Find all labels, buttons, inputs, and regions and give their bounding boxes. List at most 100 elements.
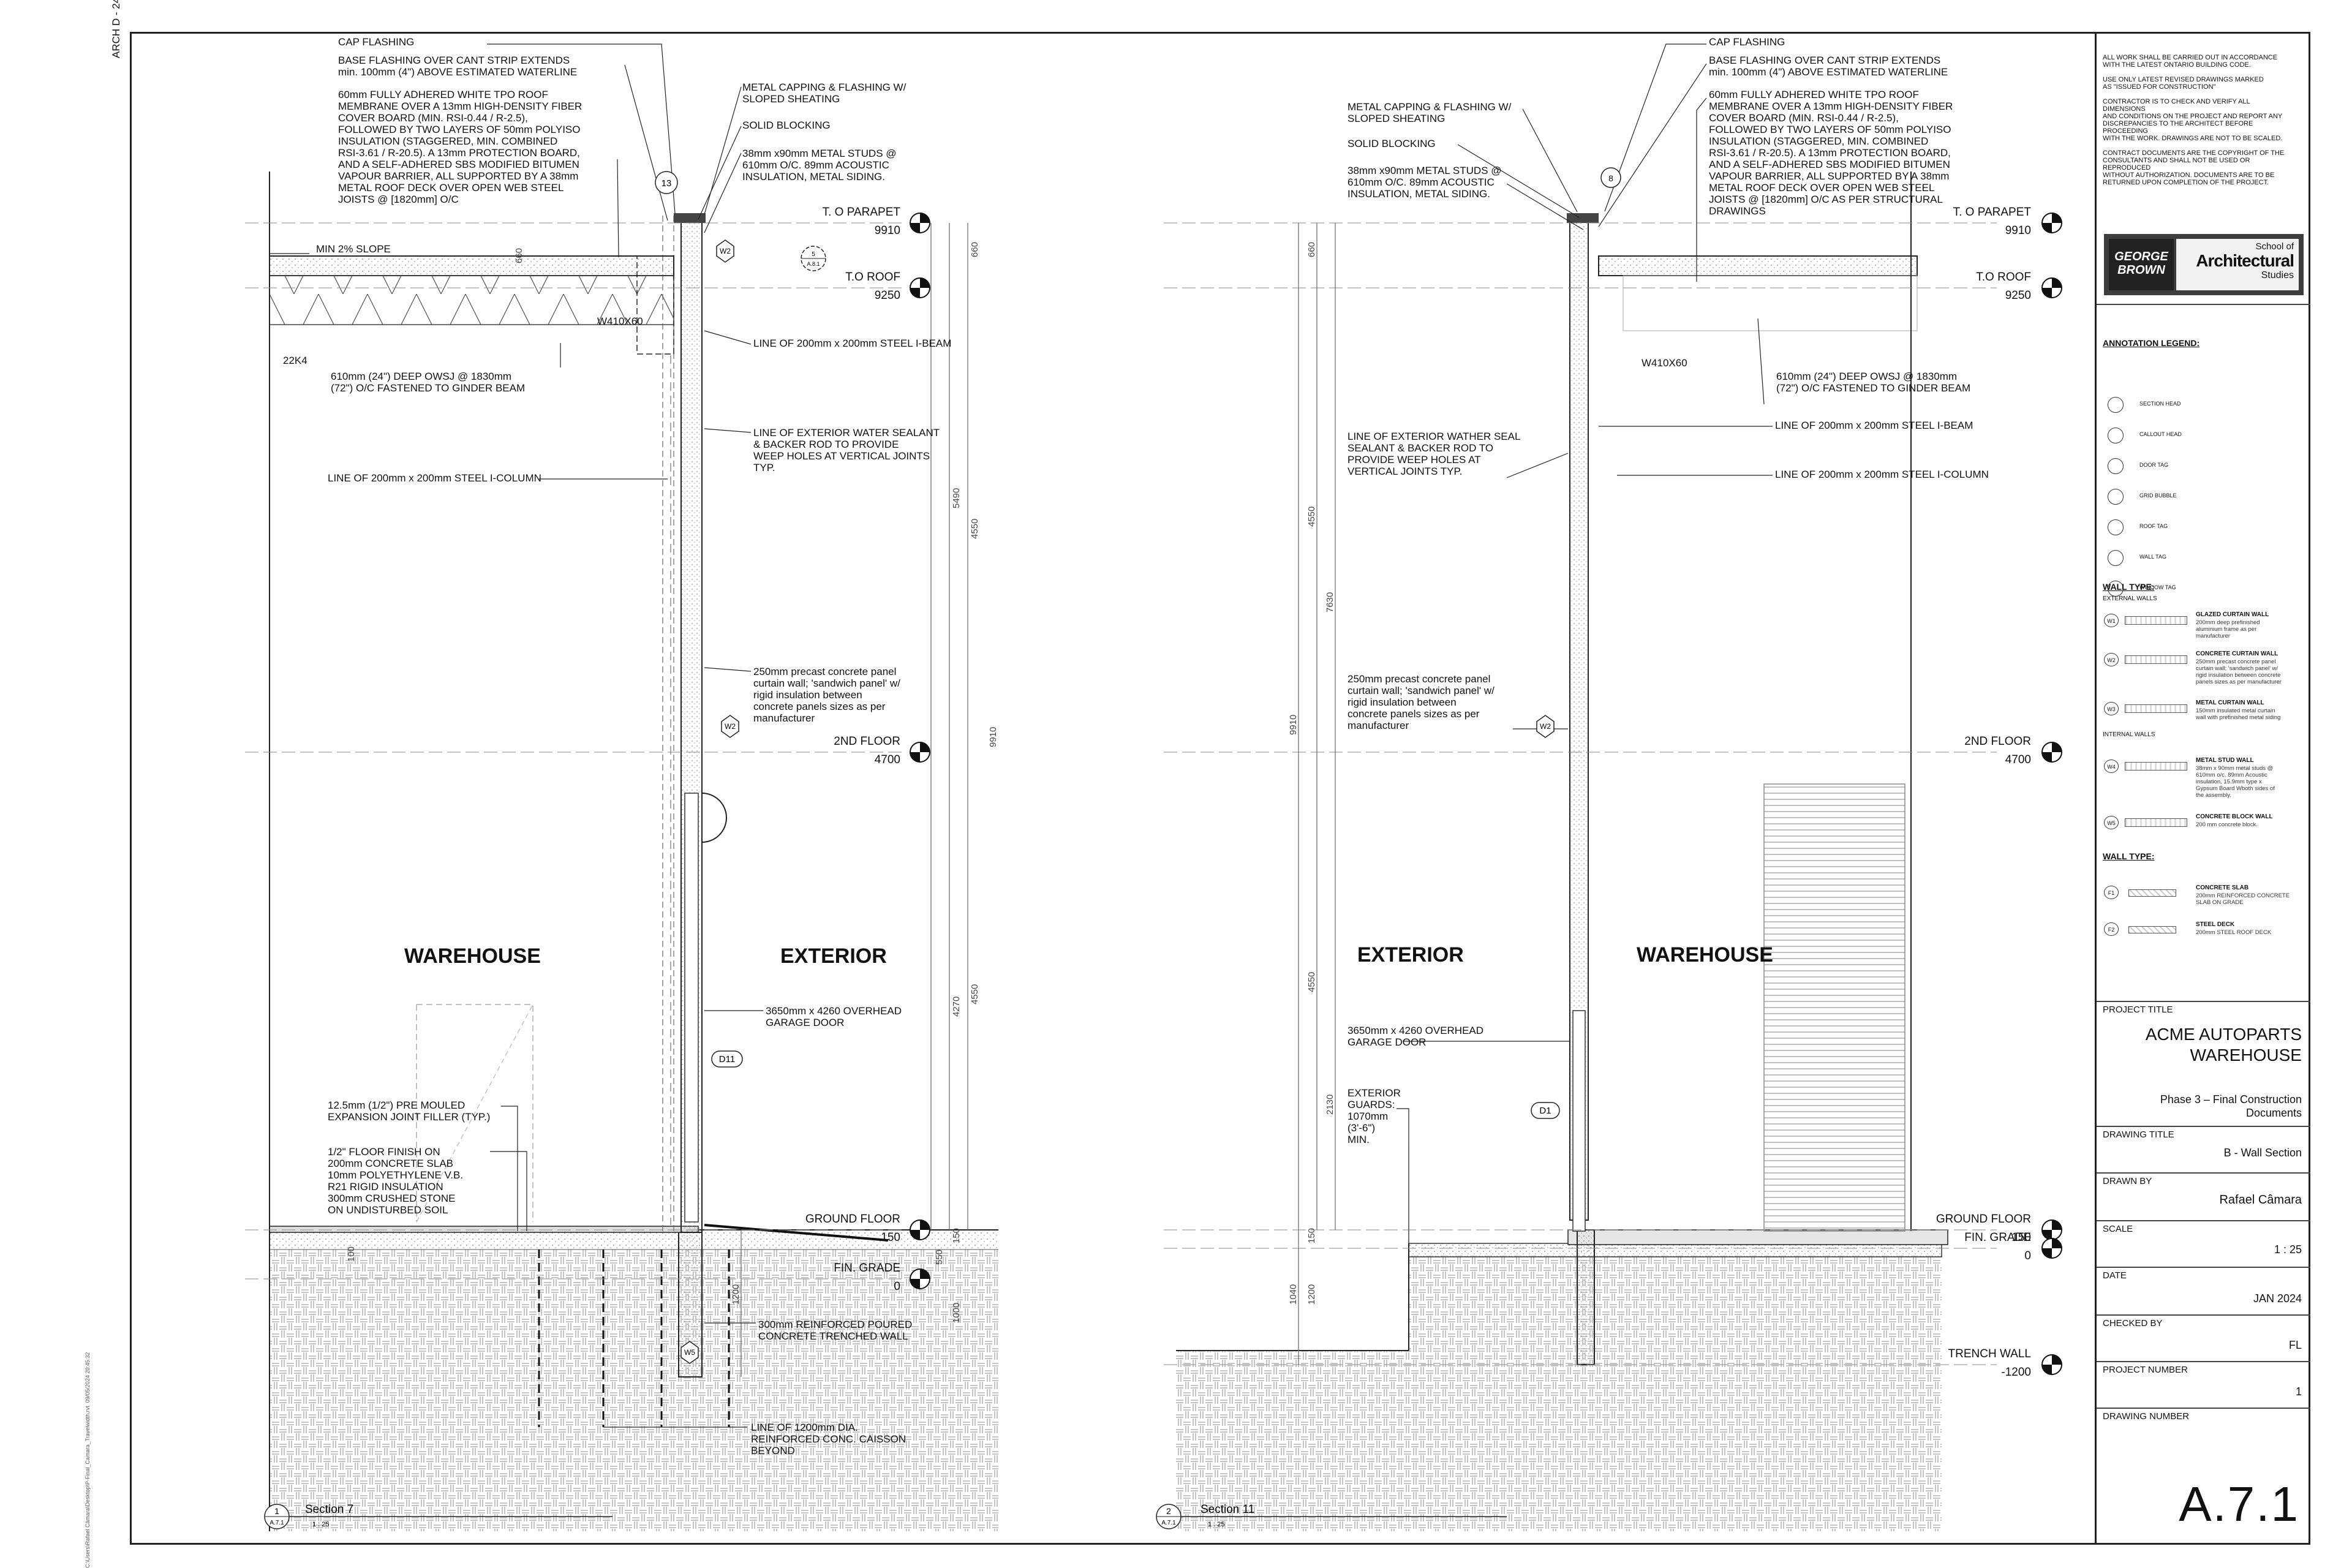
project-phase: Phase 3 – Final Construction Documents <box>2160 1093 2302 1119</box>
wall-type-name: METAL CURTAIN WALL <box>2196 699 2264 706</box>
s11-owsj-note: 610mm (24") DEEP OWSJ @ 1830mm(72") O/C … <box>1776 371 1970 394</box>
svg-text:2: 2 <box>1166 1506 1171 1516</box>
title-block: ALL WORK SHALL BE CARRIED OUT IN ACCORDA… <box>2095 32 2310 1545</box>
wall-swatch <box>2125 704 2187 713</box>
floor-swatch <box>2128 889 2176 897</box>
s7-wall-tag-w2: W2 <box>716 239 734 263</box>
level-elevation: 9250 <box>875 289 900 302</box>
level-elevation: 0 <box>894 1280 900 1293</box>
level-name: 2ND FLOOR <box>834 735 900 748</box>
wall-tag-icon: W2 <box>2104 653 2119 666</box>
floor-type-desc: 200mm REINFORCED CONCRETE SLAB ON GRADE <box>2196 892 2290 906</box>
wall-type-name: GLAZED CURTAIN WALL <box>2196 611 2269 618</box>
level-elevation: 9910 <box>875 224 900 237</box>
s11-room-exterior: EXTERIOR <box>1357 943 1464 967</box>
floor-tag-icon: F1 <box>2104 886 2119 899</box>
s7-dim-left-660: 660 <box>514 248 524 263</box>
s7-detail-tag-13: 13 <box>655 171 678 194</box>
s11-dim-9910: 9910 <box>1288 715 1298 735</box>
s11-title-callout: 2 A.7.1 <box>1156 1504 1507 1529</box>
legend-symbol-icon <box>2108 458 2124 474</box>
legend-item-label: ROOF TAG <box>2139 523 2168 529</box>
wall-type-desc: 200mm deep prefinished aluminium frame a… <box>2196 619 2260 639</box>
parapet-cap <box>674 213 706 223</box>
level-elevation: 9250 <box>2005 289 2031 302</box>
level-name: 2ND FLOOR <box>1964 735 2031 748</box>
svg-text:A.7.1: A.7.1 <box>1161 1520 1176 1526</box>
annotation-legend-item: CALLOUT HEAD <box>2103 426 2299 445</box>
level-name: T.O ROOF <box>1976 271 2031 284</box>
level-elevation: 4700 <box>2005 753 2031 766</box>
level-elevation: 150 <box>2011 1231 2031 1244</box>
wall-swatch <box>2125 616 2187 625</box>
s7-min-slope-note: MIN 2% SLOPE <box>316 243 391 255</box>
s7-dim-660: 660 <box>970 242 980 257</box>
floor-type-title: WALL TYPE: <box>2103 851 2155 861</box>
drawing-number-label: DRAWING NUMBER <box>2103 1411 2190 1422</box>
legend-item-label: WINDOW TAG <box>2139 584 2176 590</box>
s11-wall-tag-w2: W2 <box>1536 715 1555 738</box>
svg-text:A.7.1: A.7.1 <box>270 1520 284 1526</box>
general-notes: ALL WORK SHALL BE CARRIED OUT IN ACCORDA… <box>2103 54 2285 186</box>
s11-dim-150: 150 <box>1306 1228 1317 1243</box>
internal-walls-label: INTERNAL WALLS <box>2103 731 2155 738</box>
s7-dim-1000: 1000 <box>951 1303 962 1323</box>
legend-item-label: CALLOUT HEAD <box>2139 431 2182 437</box>
s11-metal-capping-note: METAL CAPPING & FLASHING W/SLOPED SHEATI… <box>1348 101 1512 124</box>
drawn-by-label: DRAWN BY <box>2103 1176 2152 1186</box>
floor-tag-icon: F2 <box>2104 922 2119 936</box>
wall-tag-icon: W1 <box>2104 614 2119 627</box>
svg-text:W2: W2 <box>1540 722 1551 731</box>
svg-text:1: 1 <box>274 1506 279 1516</box>
s7-solid-blocking-note: SOLID BLOCKING <box>742 119 831 131</box>
legend-symbol-icon <box>2108 489 2124 505</box>
level-name: TRENCH WALL <box>1948 1348 2031 1360</box>
svg-text:8: 8 <box>1608 173 1613 183</box>
svg-text:5: 5 <box>812 251 815 258</box>
s7-dim-4270: 4270 <box>951 997 962 1017</box>
drawn-by: Rafael Câmara <box>2219 1193 2302 1207</box>
legend-symbol-icon <box>2108 397 2124 413</box>
level-name: FIN. GRADE <box>1964 1231 2031 1244</box>
legend-item-label: SECTION HEAD <box>2139 401 2181 407</box>
svg-text:D11: D11 <box>719 1054 735 1065</box>
drawing-title-label: DRAWING TITLE <box>2103 1129 2174 1140</box>
floor-swatch <box>2128 926 2176 933</box>
level-name: GROUND FLOOR <box>805 1213 900 1226</box>
s7-wall-tag-w2-lower: W2 <box>721 715 739 738</box>
drawing-sheet-border <box>130 32 2310 1545</box>
level-elevation: 4700 <box>875 753 900 766</box>
svg-text:W2: W2 <box>725 722 736 731</box>
s7-sealant-note: LINE OF EXTERIOR WATER SEALANT& BACKER R… <box>753 427 940 473</box>
s7-dim-5490: 5490 <box>951 488 962 508</box>
floor-slab-2 <box>1567 1229 1948 1245</box>
svg-text:13: 13 <box>662 178 672 189</box>
wall-swatch <box>2125 818 2187 827</box>
s7-cap-flashing-note: CAP FLASHING <box>338 36 414 48</box>
legend-item-label: DOOR TAG <box>2139 462 2169 468</box>
s11-room-warehouse: WAREHOUSE <box>1637 943 1773 967</box>
svg-text:A.8.1: A.8.1 <box>807 261 820 267</box>
s7-dim-550: 550 <box>934 1250 944 1265</box>
checked-by: FL <box>2288 1339 2302 1351</box>
s11-scale: 1 : 25 <box>1208 1521 1225 1528</box>
wall-type-title: WALL TYPE: <box>2103 582 2155 592</box>
s11-dim-1040: 1040 <box>1288 1284 1298 1305</box>
s11-dim-4550: 4550 <box>1306 507 1317 527</box>
s11-dim-2130: 2130 <box>1325 1095 1335 1115</box>
